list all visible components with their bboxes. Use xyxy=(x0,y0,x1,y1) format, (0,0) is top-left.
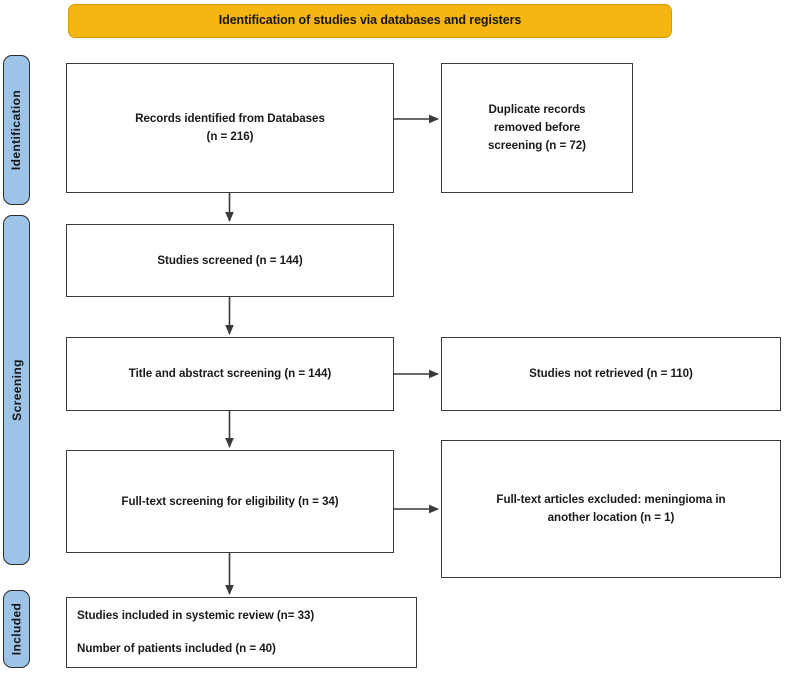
box-records-identified-count: (n = 216) xyxy=(206,130,254,143)
box-studies-included-text: Studies included in systemic review (n= … xyxy=(77,607,314,658)
box-studies-screened-text: Studies screened (n = 144) xyxy=(157,253,303,267)
box-studies-not-retrieved: Studies not retrieved (n = 110) xyxy=(441,337,781,411)
box-studies-included-line1: Studies included in systemic review (n= … xyxy=(77,609,315,623)
box-fulltext-excluded-line1: Full-text articles excluded: meningioma … xyxy=(496,493,726,507)
box-records-identified: Records identified from Databases (n = 2… xyxy=(66,63,394,193)
stage-tab-screening: Screening xyxy=(3,215,30,565)
box-title-abstract-screening: Title and abstract screening (n = 144) xyxy=(66,337,394,411)
box-title-abstract-screening-text: Title and abstract screening (n = 144) xyxy=(128,367,332,381)
box-studies-included: Studies included in systemic review (n= … xyxy=(66,597,417,668)
box-studies-not-retrieved-text: Studies not retrieved (n = 110) xyxy=(529,367,693,381)
box-duplicates-removed-text: Duplicate records removed before screeni… xyxy=(488,101,586,155)
box-duplicates-removed: Duplicate records removed before screeni… xyxy=(441,63,633,193)
stage-tab-identification-label: Identification xyxy=(9,89,24,171)
stage-tab-identification: Identification xyxy=(3,55,30,205)
box-fulltext-excluded-line2: another location (n = 1) xyxy=(547,511,675,524)
stage-tab-screening-label: Screening xyxy=(9,359,24,421)
box-fulltext-screening: Full-text screening for eligibility (n =… xyxy=(66,450,394,553)
box-duplicates-removed-line1: Duplicate records xyxy=(488,103,586,117)
stage-tab-included-label: Included xyxy=(9,602,24,656)
diagram-title: Identification of studies via databases … xyxy=(218,13,522,28)
box-studies-included-line2: Number of patients included (n = 40) xyxy=(77,642,276,655)
box-fulltext-excluded: Full-text articles excluded: meningioma … xyxy=(441,440,781,578)
box-records-identified-line1: Records identified from Databases xyxy=(135,112,325,126)
box-duplicates-removed-line3: screening (n = 72) xyxy=(487,138,586,152)
box-fulltext-screening-text: Full-text screening for eligibility (n =… xyxy=(121,494,339,508)
box-records-identified-text: Records identified from Databases (n = 2… xyxy=(135,110,325,146)
box-fulltext-excluded-text: Full-text articles excluded: meningioma … xyxy=(496,491,725,527)
box-studies-screened: Studies screened (n = 144) xyxy=(66,224,394,297)
stage-tab-included: Included xyxy=(3,590,30,668)
box-duplicates-removed-line2: removed before xyxy=(493,121,581,135)
diagram-header-banner: Identification of studies via databases … xyxy=(68,4,672,38)
